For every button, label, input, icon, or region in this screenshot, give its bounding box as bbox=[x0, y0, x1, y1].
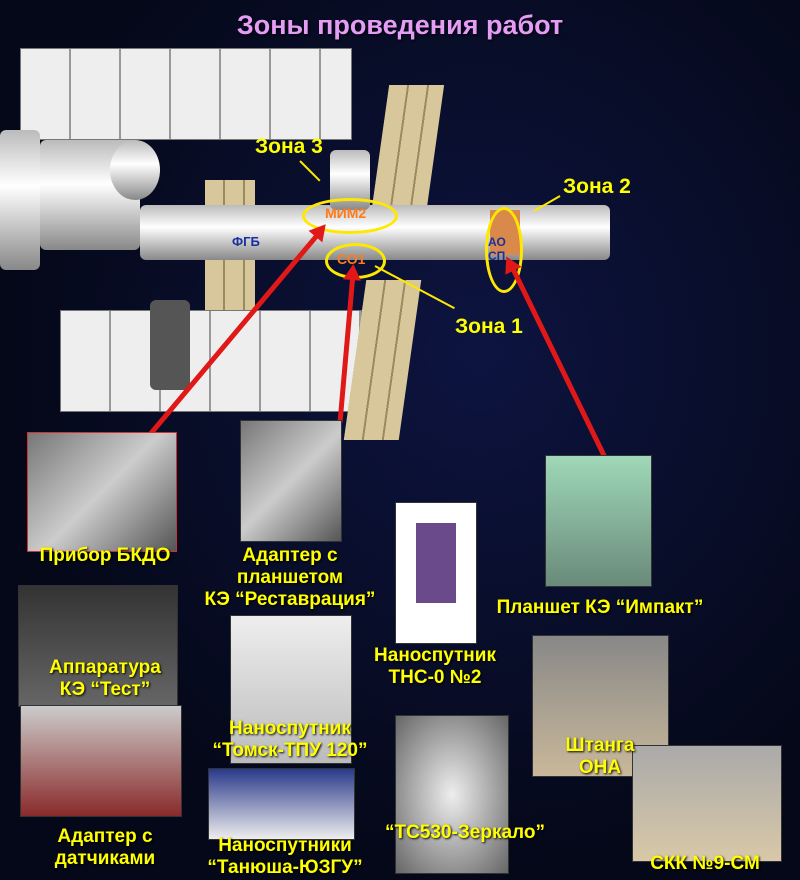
solar-panel bbox=[20, 48, 352, 140]
line: КЭ “Тест” bbox=[59, 679, 151, 700]
module bbox=[0, 130, 40, 270]
line: КЭ “Реставрация” bbox=[204, 589, 376, 610]
photo-impakt bbox=[545, 455, 652, 587]
photo-bkdo bbox=[27, 432, 177, 552]
line: Штанга bbox=[565, 735, 635, 756]
photo-ts530 bbox=[395, 715, 509, 874]
solar-panel bbox=[370, 85, 445, 215]
satellite bbox=[416, 523, 456, 603]
label-skk: СКК №9-СМ bbox=[630, 853, 780, 875]
line: Адаптер с bbox=[242, 545, 338, 566]
line: “Танюша-ЮЗГУ” bbox=[207, 857, 363, 878]
line: Наноспутник bbox=[229, 718, 351, 739]
photo-restavratsiya bbox=[240, 420, 342, 542]
line: Наноспутник bbox=[374, 645, 496, 666]
photo-skk bbox=[632, 745, 782, 862]
photo-tomsk-tpu bbox=[230, 615, 352, 764]
module bbox=[110, 140, 160, 200]
line: Наноспутники bbox=[218, 835, 352, 856]
label-bkdo: Прибор БКДО bbox=[20, 545, 190, 567]
line: Адаптер с bbox=[57, 826, 153, 847]
line: Аппаратура bbox=[49, 657, 161, 678]
line: Планшет КЭ “Импакт” bbox=[496, 597, 704, 618]
line: датчиками bbox=[54, 848, 156, 869]
label-ts530: “ТС530-Зеркало” bbox=[360, 822, 570, 844]
photo-adapter-sensors bbox=[20, 705, 182, 817]
photo-tanyusha bbox=[208, 768, 355, 840]
line: СКК №9-СМ bbox=[650, 853, 760, 874]
line: Прибор БКДО bbox=[39, 545, 171, 566]
module-label-mim2: МИМ2 bbox=[325, 205, 367, 221]
label-tanyusha: Наноспутники“Танюша-ЮЗГУ” bbox=[185, 835, 385, 879]
label-tomsk: Наноспутник“Томск-ТПУ 120” bbox=[190, 718, 390, 762]
label-impakt: Планшет КЭ “Импакт” bbox=[470, 597, 730, 619]
zone-3-label: Зона 3 bbox=[255, 135, 323, 158]
module-label-fgb: ФГБ bbox=[232, 234, 260, 249]
line: ОНА bbox=[578, 757, 622, 778]
iss-station-illustration bbox=[0, 40, 800, 440]
ao-line1: АО bbox=[488, 235, 506, 249]
photo-tns0 bbox=[395, 502, 477, 644]
line: “Томск-ТПУ 120” bbox=[212, 740, 368, 761]
zone-2-label: Зона 2 bbox=[563, 175, 631, 198]
zone-1-label: Зона 1 bbox=[455, 315, 523, 338]
zone-highlight bbox=[302, 198, 398, 234]
slide-title: Зоны проведения работ bbox=[236, 10, 564, 40]
zone-highlight bbox=[485, 207, 523, 293]
line: ТНС-0 №2 bbox=[388, 667, 482, 688]
line: “ТС530-Зеркало” bbox=[385, 822, 545, 843]
module bbox=[150, 300, 190, 390]
line: планшетом bbox=[236, 567, 344, 588]
photo-test bbox=[18, 585, 178, 707]
solar-panel bbox=[343, 280, 422, 440]
